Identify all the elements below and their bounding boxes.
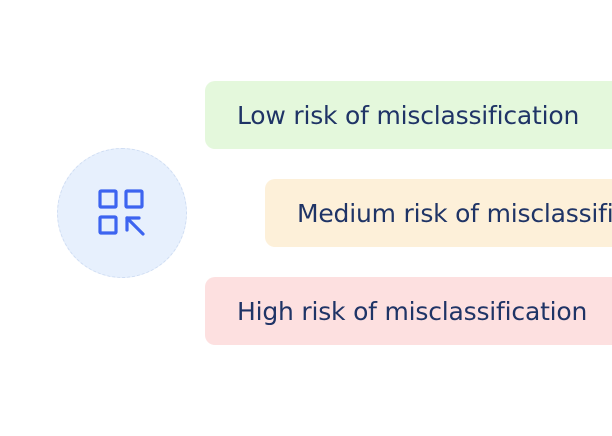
icon-badge — [57, 148, 187, 278]
risk-label-high: High risk of misclassification — [237, 296, 588, 326]
risk-pill-high: High risk of misclassification — [205, 277, 612, 345]
risk-label-low: Low risk of misclassification — [237, 100, 580, 130]
risk-pill-medium: Medium risk of misclassification — [265, 179, 612, 247]
scan-qr-arrow-icon — [98, 189, 145, 236]
risk-label-medium: Medium risk of misclassification — [297, 198, 612, 228]
risk-pill-low: Low risk of misclassification — [205, 81, 612, 149]
